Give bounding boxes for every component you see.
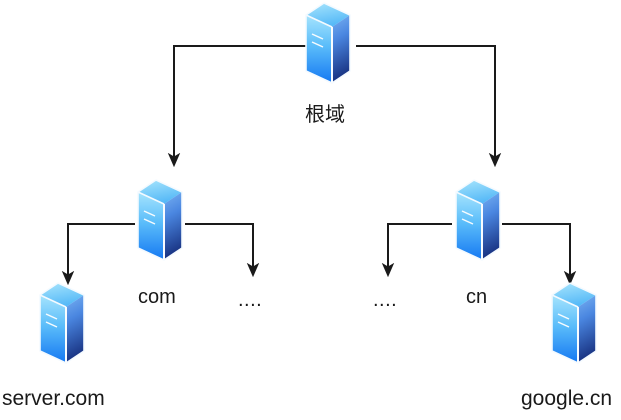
node-label-com: com — [138, 286, 176, 308]
edge-cn-to-google-cn — [502, 223, 577, 286]
edge-root-to-com — [167, 45, 308, 168]
node-label-server-com: server.com — [2, 387, 105, 410]
node-label-google-cn: google.cn — [521, 387, 613, 410]
server-icon-cn — [455, 179, 501, 261]
node-label-com-other: .... — [238, 289, 263, 311]
server-icon-server-com — [39, 282, 85, 364]
server-icon-google-cn — [551, 282, 597, 364]
edge-com-to-server-com — [61, 223, 135, 286]
edge-cn-to-cn-other — [381, 223, 452, 278]
node-label-root: 根域 — [305, 104, 345, 126]
edge-com-to-com-other — [185, 223, 260, 278]
server-icon-root — [305, 2, 351, 84]
server-icon-com — [137, 179, 183, 261]
node-label-cn-other: .... — [373, 289, 398, 311]
node-label-cn: cn — [466, 286, 488, 308]
edge-root-to-cn — [356, 45, 502, 168]
